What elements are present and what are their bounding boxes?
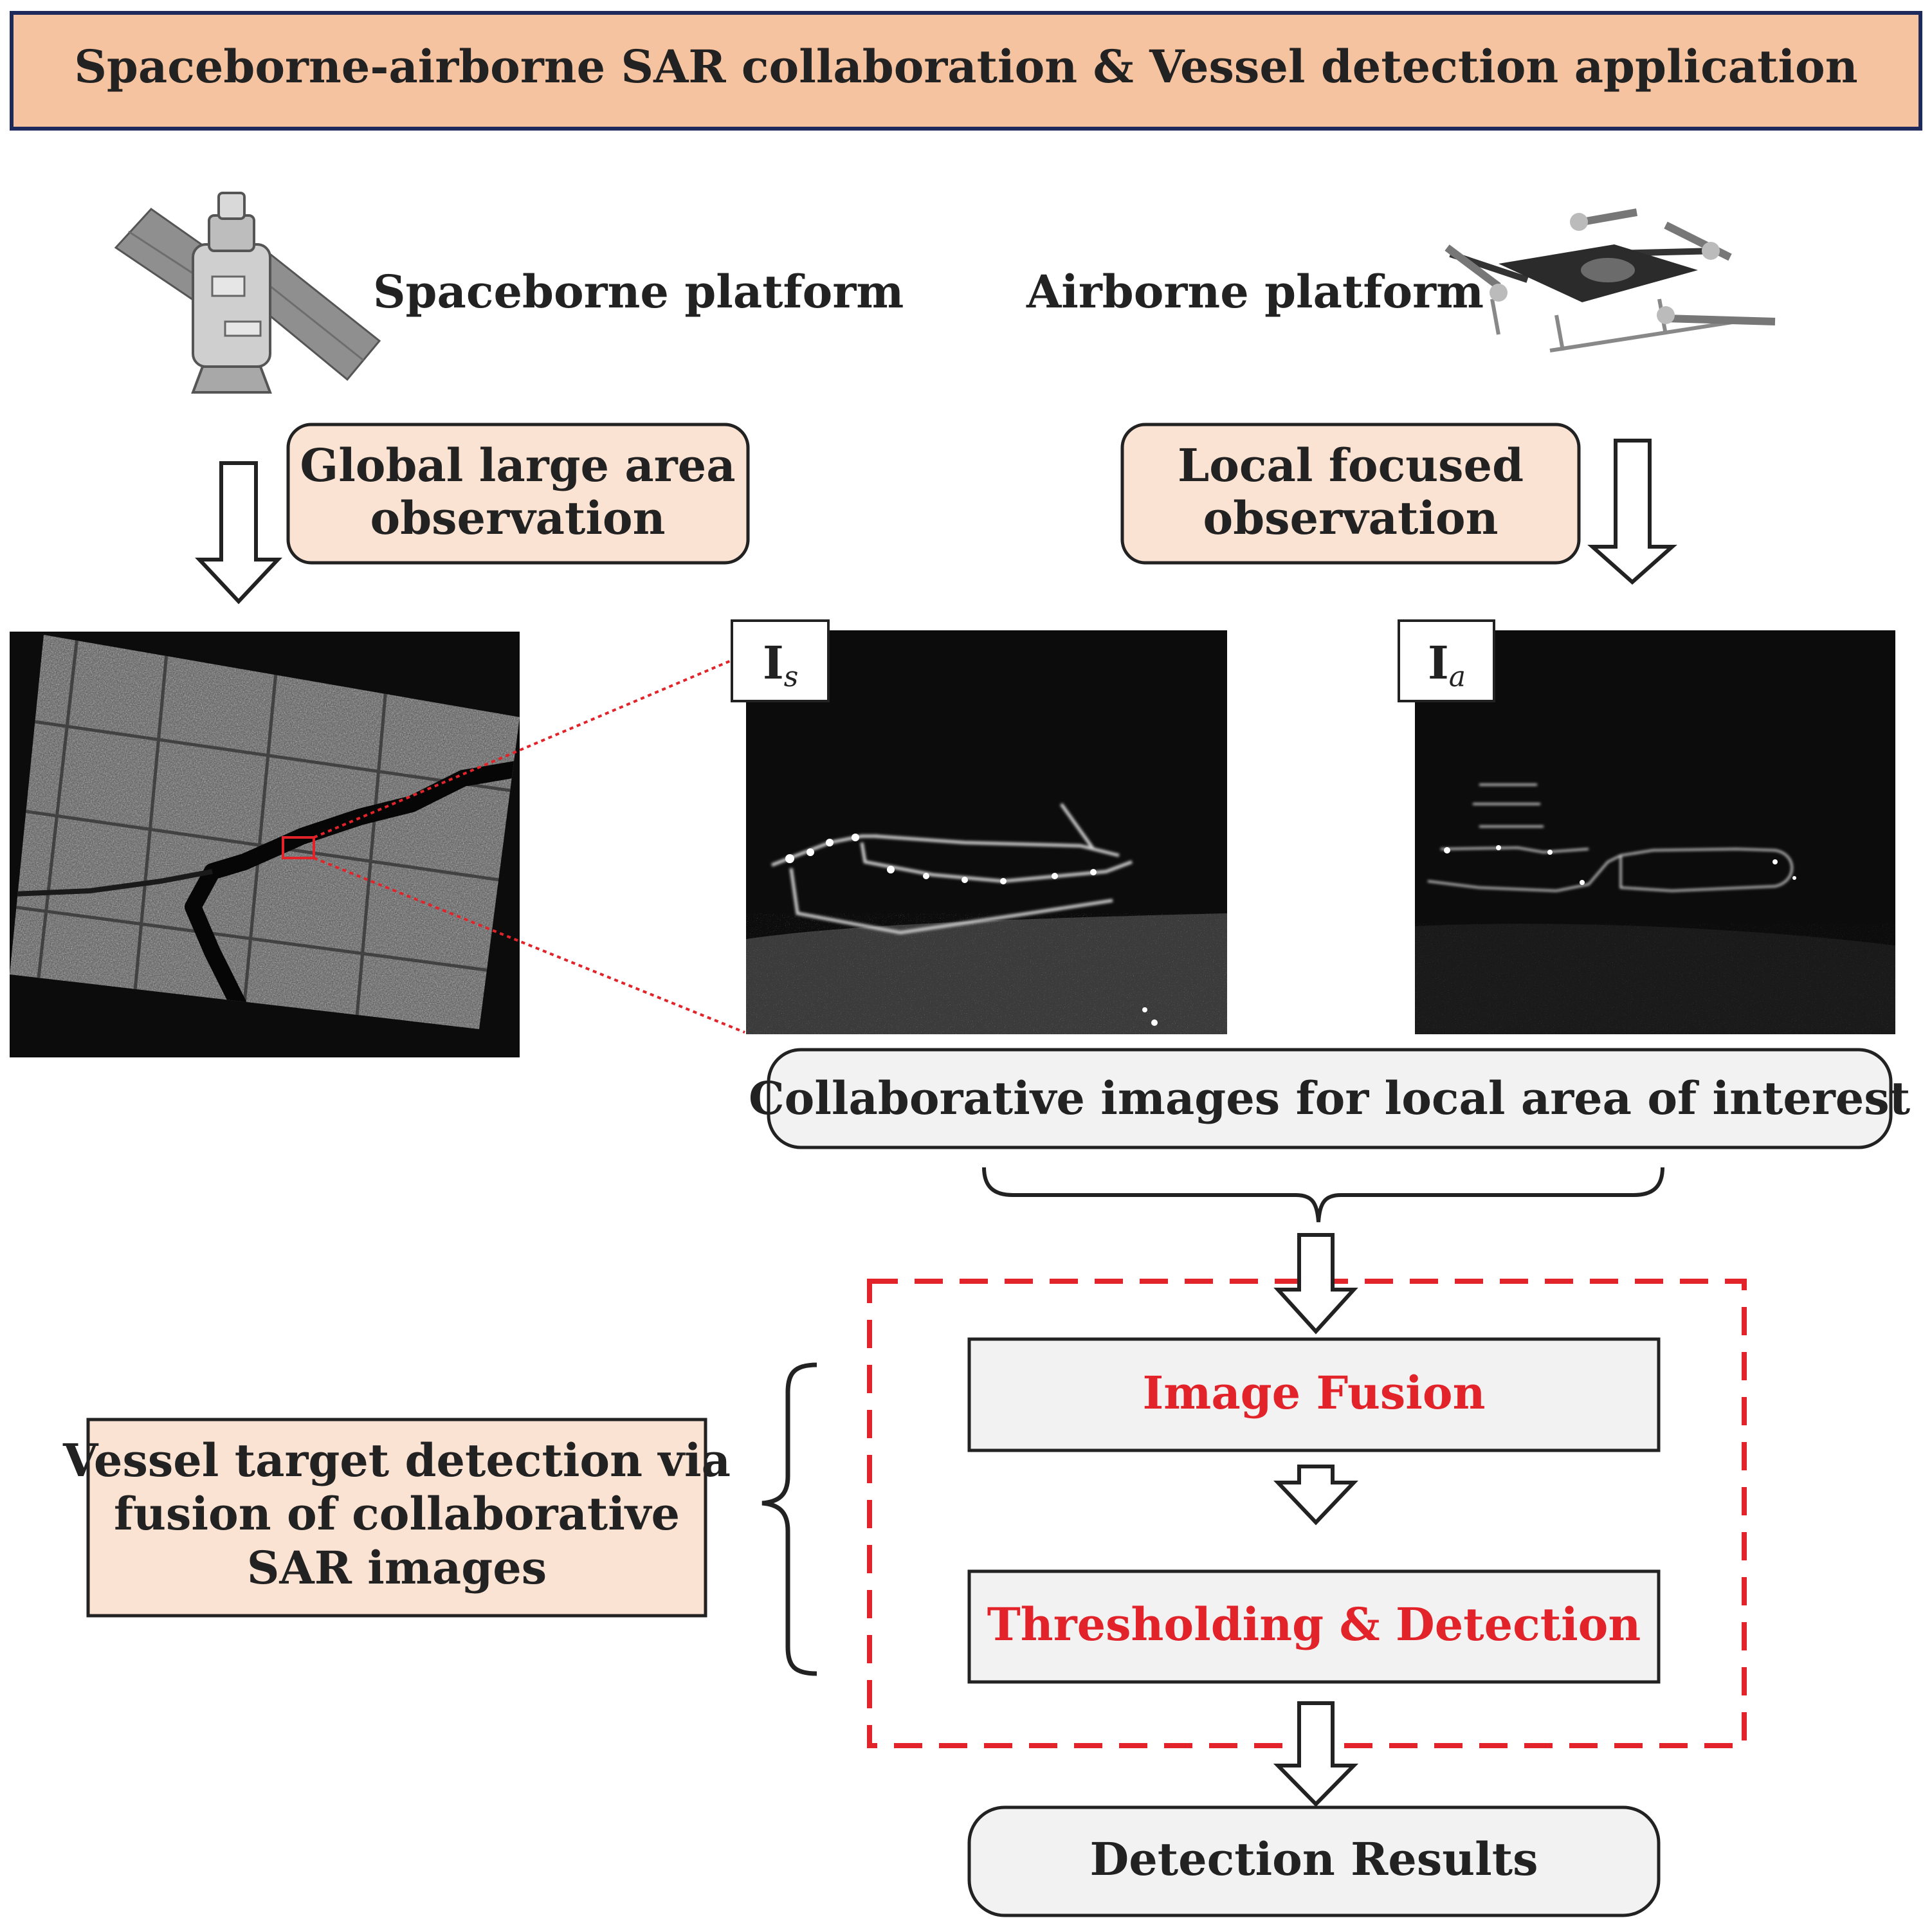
detection-results-box: Detection Results xyxy=(967,1805,1661,1917)
thresholding-step: Thresholding & Detection xyxy=(967,1569,1661,1684)
spaceborne-platform-label: Spaceborne platform xyxy=(373,265,904,318)
image-fusion-label: Image Fusion xyxy=(1143,1366,1486,1420)
global-sar-image xyxy=(10,632,520,1057)
airborne-tag-main: I xyxy=(1428,636,1449,690)
satellite-icon xyxy=(114,192,381,394)
down-arrow-right xyxy=(1587,439,1677,585)
side-note-line3: SAR images xyxy=(247,1541,547,1594)
zoom-line-bottom xyxy=(313,857,745,1034)
global-observation-line2: observation xyxy=(370,491,666,545)
spaceborne-image-tag: Is xyxy=(731,619,830,702)
spaceborne-tag-main: I xyxy=(763,636,784,690)
down-arrow-to-results xyxy=(1273,1701,1359,1807)
zoom-line-top xyxy=(313,653,745,839)
image-fusion-step: Image Fusion xyxy=(967,1337,1661,1452)
down-arrow-left xyxy=(195,461,282,605)
svg-text:Is: Is xyxy=(763,636,798,693)
local-observation-box: Local focused observation xyxy=(1120,423,1581,565)
side-note-line2: fusion of collaborative xyxy=(114,1487,680,1540)
airborne-image-tag: Ia xyxy=(1398,619,1495,702)
merge-brace xyxy=(982,1167,1664,1223)
airborne-tag-sub: a xyxy=(1449,661,1466,693)
page-title: Spaceborne-airborne SAR collaboration & … xyxy=(74,40,1857,93)
down-arrow-fusion-to-threshold xyxy=(1273,1465,1358,1526)
svg-text:Ia: Ia xyxy=(1428,636,1466,693)
detection-results-label: Detection Results xyxy=(1090,1832,1538,1886)
side-brace xyxy=(761,1362,817,1676)
thresholding-label: Thresholding & Detection xyxy=(987,1598,1641,1651)
airborne-platform-label: Airborne platform xyxy=(1026,265,1484,318)
side-note-line1: Vessel target detection via xyxy=(62,1434,731,1487)
side-note-box: Vessel target detection via fusion of co… xyxy=(62,1418,731,1618)
local-observation-line2: observation xyxy=(1203,491,1499,545)
global-observation-line1: Global large area xyxy=(300,439,735,492)
drone-icon xyxy=(1444,208,1776,352)
local-observation-line1: Local focused xyxy=(1178,439,1524,492)
down-arrow-into-pipeline xyxy=(1273,1233,1358,1335)
collaborative-images-label: Collaborative images for local area of i… xyxy=(749,1072,1910,1125)
airborne-crop-image xyxy=(1415,630,1895,1034)
spaceborne-crop-image xyxy=(746,630,1227,1034)
global-observation-box: Global large area observation xyxy=(286,423,750,565)
title-banner: Spaceborne-airborne SAR collaboration & … xyxy=(10,11,1922,131)
spaceborne-tag-sub: s xyxy=(784,661,799,693)
collaborative-images-box: Collaborative images for local area of i… xyxy=(749,1048,1910,1149)
